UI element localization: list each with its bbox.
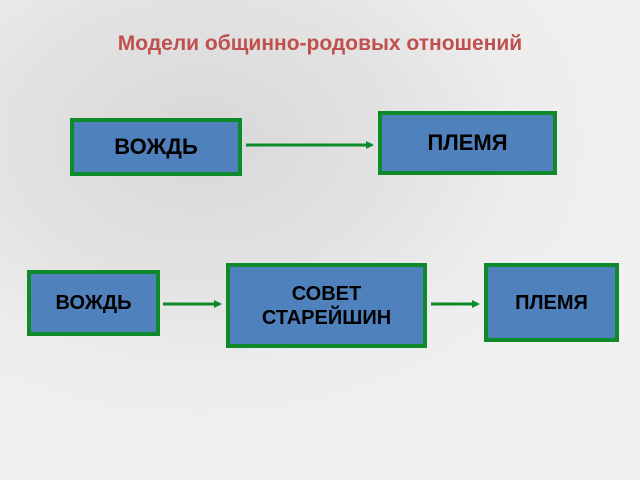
council-label-line2: СТАРЕЙШИН [261, 306, 392, 329]
tribe-box-1: ПЛЕМЯ [378, 111, 557, 175]
council-label: СОВЕТ СТАРЕЙШИН [262, 282, 391, 330]
leader-box-2: ВОЖДЬ [27, 270, 160, 336]
page-title: Модели общинно-родовых отношений [117, 32, 523, 55]
leader-label-1: ВОЖДЬ [114, 133, 198, 159]
leader-label-2: ВОЖДЬ [55, 292, 132, 314]
tribe-label-2: ПЛЕМЯ [515, 291, 588, 314]
tribe-box-2: ПЛЕМЯ [484, 263, 619, 342]
tribe-label-1: ПЛЕМЯ [427, 129, 508, 155]
leader-box-1: ВОЖДЬ [70, 118, 242, 176]
council-box: СОВЕТ СТАРЕЙШИН [226, 263, 427, 348]
council-label-line1: СОВЕТ [291, 282, 362, 305]
